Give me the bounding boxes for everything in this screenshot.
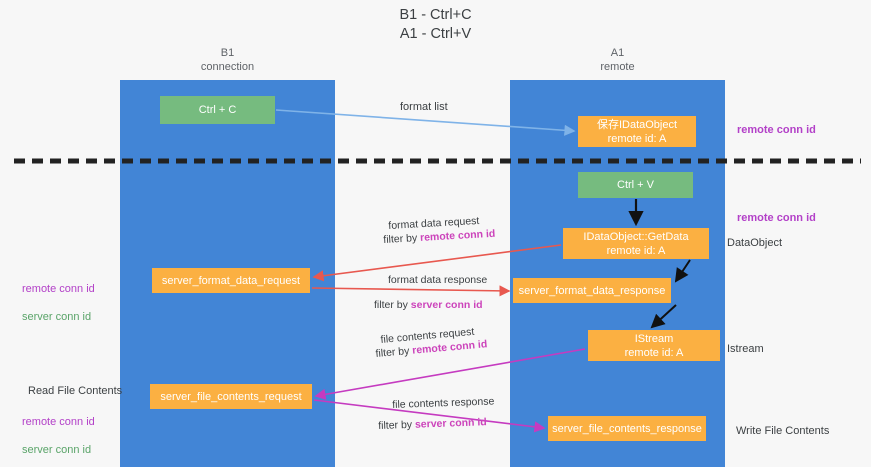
legend-remote-conn-id-bottom: remote conn id [22, 416, 95, 428]
caption-filter-prefix: filter by [383, 231, 421, 246]
legend-server-conn-id-bottom: server conn id [22, 444, 92, 456]
lane-header-b1: B1 connection [200, 47, 255, 73]
caption-format-data-response: format data response [388, 274, 488, 286]
caption-format-data-response-filter: filter by server conn id [374, 298, 483, 313]
node-ctrl-v[interactable]: Ctrl + V [578, 172, 693, 198]
node-save-idataobject[interactable]: 保存IDataObject remote id: A [578, 116, 696, 147]
page-title: B1 - Ctrl+C A1 - Ctrl+V [399, 7, 472, 42]
legend-conn-ids-middle: remote conn id server conn id [22, 268, 95, 324]
label-write-file-contents: Write File Contents [736, 425, 830, 437]
node-idataobject-getdata[interactable]: IDataObject::GetData remote id: A [563, 228, 709, 259]
node-server-format-data-request[interactable]: server_format_data_request [152, 268, 310, 293]
caption-filter-prefix: filter by [374, 299, 411, 311]
node-server-file-contents-request[interactable]: server_file_contents_request [150, 384, 312, 409]
arrow-format-data-response [311, 285, 511, 297]
caption-file-contents-response: file contents response [392, 395, 495, 411]
label-read-file-contents: Read File Contents [28, 385, 123, 397]
node-server-file-contents-response[interactable]: server_file_contents_response [548, 416, 706, 441]
node-server-format-data-response[interactable]: server_format_data_response [513, 278, 671, 303]
caption-file-contents-response-filter: filter by server conn id [378, 415, 487, 434]
caption-filter-prefix: filter by [375, 344, 413, 360]
node-ctrl-c[interactable]: Ctrl + C [160, 96, 275, 124]
legend-conn-ids-bottom: remote conn id server conn id [22, 401, 95, 457]
legend-remote-conn-id-middle: remote conn id [22, 283, 95, 295]
caption-filter-key-server: server conn id [414, 416, 487, 431]
lane-header-a1: A1 remote [600, 47, 635, 73]
caption-filter-key-remote: remote conn id [419, 227, 496, 244]
caption-filter-key-server: server conn id [410, 299, 483, 311]
label-remote-conn-id-top: remote conn id [737, 124, 816, 136]
label-format-list: format list [400, 101, 448, 113]
caption-filter-prefix: filter by [378, 418, 416, 432]
label-remote-conn-id-mid: remote conn id [737, 212, 816, 224]
label-istream: Istream [727, 343, 764, 355]
node-istream[interactable]: IStream remote id: A [588, 330, 720, 361]
legend-server-conn-id-middle: server conn id [22, 311, 92, 323]
label-dataobject: DataObject [727, 237, 783, 249]
